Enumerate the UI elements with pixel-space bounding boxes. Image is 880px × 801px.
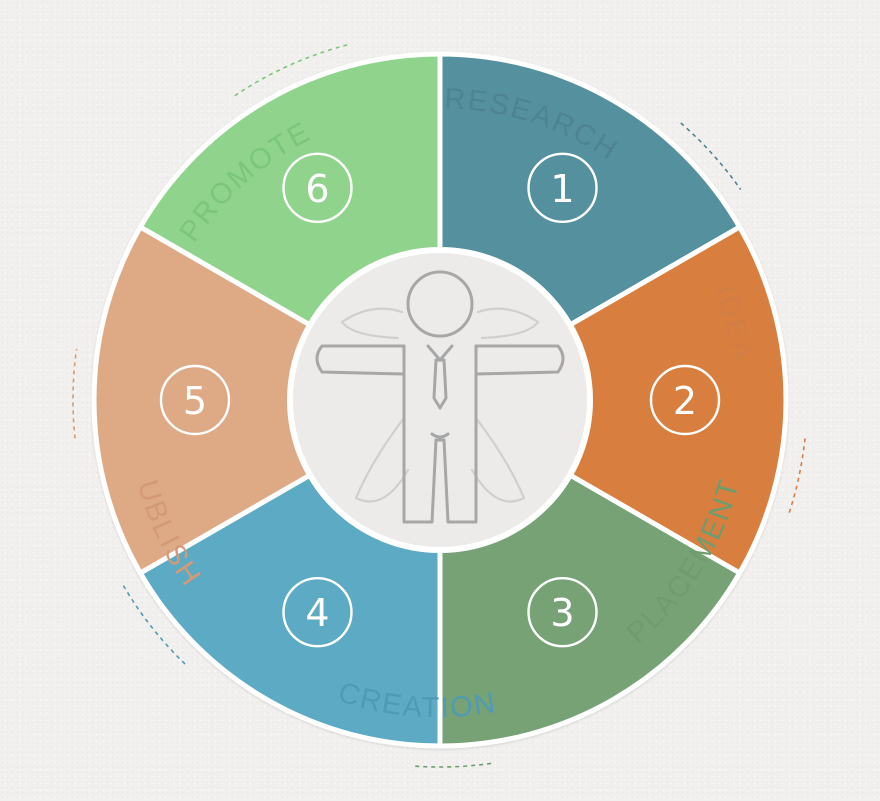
stick-figure-person-icon [315,270,565,524]
dashed-connector [72,348,78,439]
step-number-ring [159,364,231,436]
dashed-connector [121,583,186,665]
dashed-connector [414,762,492,768]
step-number: 4 [305,591,329,635]
dashed-connector-group [72,43,806,768]
dashed-connector [788,438,806,514]
step-number-ring [282,576,353,648]
step-number-ring [527,576,598,648]
cycle-wheel: 1 2 3 4 5 6 [91,51,789,749]
step-number: 2 [673,379,697,423]
dashed-connector [234,43,352,97]
step-number: 5 [183,379,207,423]
step-number-ring [649,364,721,436]
center-circle [287,247,593,553]
step-number: 6 [305,167,329,211]
step-number-ring [282,152,353,224]
step-number: 1 [550,167,574,211]
step-number-ring [527,152,598,224]
step-number: 3 [550,591,574,635]
